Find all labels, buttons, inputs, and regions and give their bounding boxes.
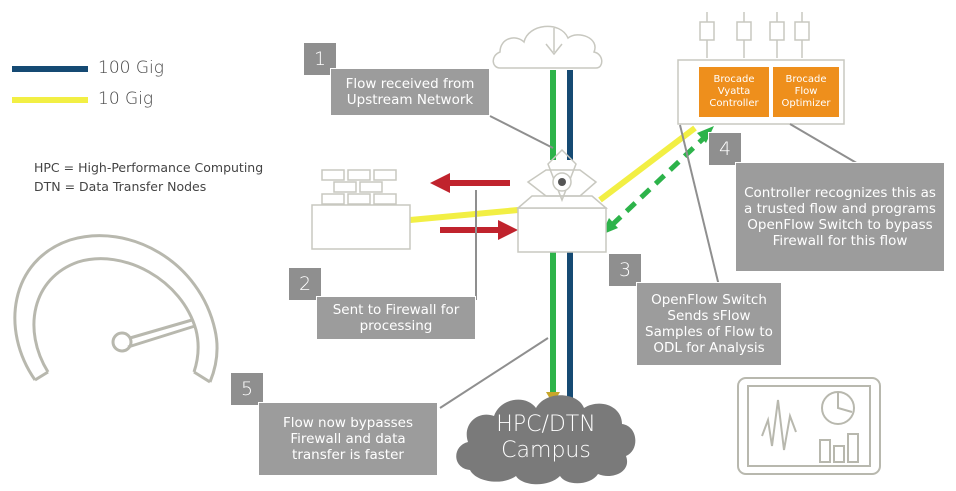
step-2-number: 2 xyxy=(288,267,322,301)
legend-10gig-label: 10 Gig xyxy=(98,89,154,109)
speedometer-icon xyxy=(13,234,219,384)
flow-optimizer-box: Brocade Flow Optimizer xyxy=(772,66,840,118)
step-5-callout: Flow now bypasses Firewall and data tran… xyxy=(258,402,438,476)
leader-step3 xyxy=(679,124,721,291)
step-2-callout: Sent to Firewall for processing xyxy=(316,296,476,340)
openflow-control-link xyxy=(610,134,708,227)
campus-label-line2: Campus xyxy=(501,438,591,463)
campus-label-line1: HPC/DTN xyxy=(496,412,596,437)
firewall-icon xyxy=(311,169,411,250)
dashboard-monitor-icon xyxy=(737,377,881,475)
step-3-number: 3 xyxy=(608,253,642,287)
arrow-from-firewall xyxy=(440,220,518,240)
leader-step4 xyxy=(789,123,861,166)
step-4-number: 4 xyxy=(708,132,742,166)
leader-step1 xyxy=(489,115,554,149)
link-controller-10g xyxy=(598,125,697,203)
step-5-number: 5 xyxy=(230,372,264,406)
openflow-switch-icon xyxy=(515,148,609,253)
arrow-to-firewall xyxy=(430,173,510,193)
definition-dtn: DTN = Data Transfer Nodes xyxy=(34,179,207,194)
vyatta-controller-box: Brocade Vyatta Controller xyxy=(698,66,770,118)
link-firewall-10g xyxy=(409,207,519,223)
leader-step5 xyxy=(439,337,549,409)
cloud-download-icon xyxy=(492,25,603,69)
campus-cloud xyxy=(456,395,636,485)
definition-hpc: HPC = High-Performance Computing xyxy=(34,160,264,175)
step-3-callout: OpenFlow Switch Sends sFlow Samples of F… xyxy=(636,282,782,366)
arrow-to-controller xyxy=(697,126,714,143)
campus-label: HPC/DTN Campus xyxy=(468,412,624,464)
step-1-callout: Flow received from Upstream Network xyxy=(330,68,490,116)
step-1-number: 1 xyxy=(303,42,337,76)
legend-100gig-label: 100 Gig xyxy=(98,58,164,78)
step-4-callout: Controller recognizes this as a trusted … xyxy=(735,162,945,272)
servers-icon xyxy=(699,12,810,58)
